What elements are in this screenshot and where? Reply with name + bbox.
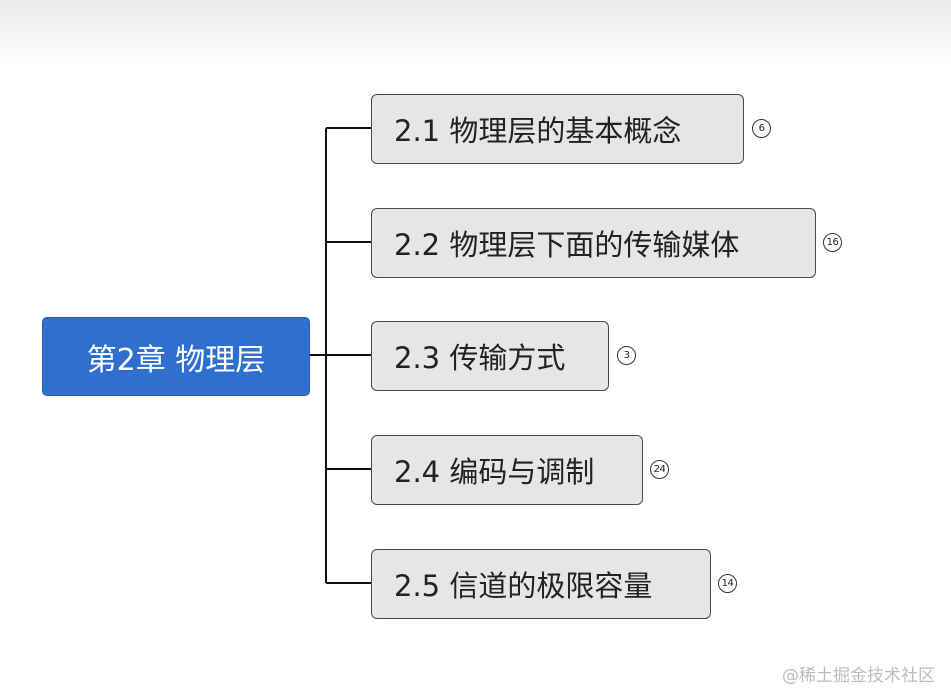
- subtopic-label: 2.5 信道的极限容量: [394, 569, 653, 603]
- subtopic-2-5[interactable]: 2.5 信道的极限容量: [371, 549, 711, 619]
- collapsed-count-badge[interactable]: 16: [823, 233, 842, 252]
- top-fade-band: [0, 0, 951, 62]
- subtopic-2-3[interactable]: 2.3 传输方式: [371, 321, 609, 391]
- subtopic-2-1[interactable]: 2.1 物理层的基本概念: [371, 94, 744, 164]
- collapsed-count-badge[interactable]: 14: [718, 574, 737, 593]
- collapsed-count-badge[interactable]: 24: [650, 460, 669, 479]
- central-topic[interactable]: 第2章 物理层: [42, 317, 310, 396]
- collapsed-count-badge[interactable]: 6: [752, 119, 771, 138]
- subtopic-label: 2.3 传输方式: [394, 341, 566, 375]
- watermark: @稀土掘金技术社区: [782, 666, 935, 686]
- collapsed-count-badge[interactable]: 3: [617, 346, 636, 365]
- subtopic-label: 2.4 编码与调制: [394, 455, 595, 489]
- subtopic-label: 2.1 物理层的基本概念: [394, 114, 682, 148]
- subtopic-label: 2.2 物理层下面的传输媒体: [394, 228, 740, 262]
- subtopic-2-2[interactable]: 2.2 物理层下面的传输媒体: [371, 208, 816, 278]
- central-topic-label: 第2章 物理层: [86, 342, 266, 378]
- subtopic-2-4[interactable]: 2.4 编码与调制: [371, 435, 643, 505]
